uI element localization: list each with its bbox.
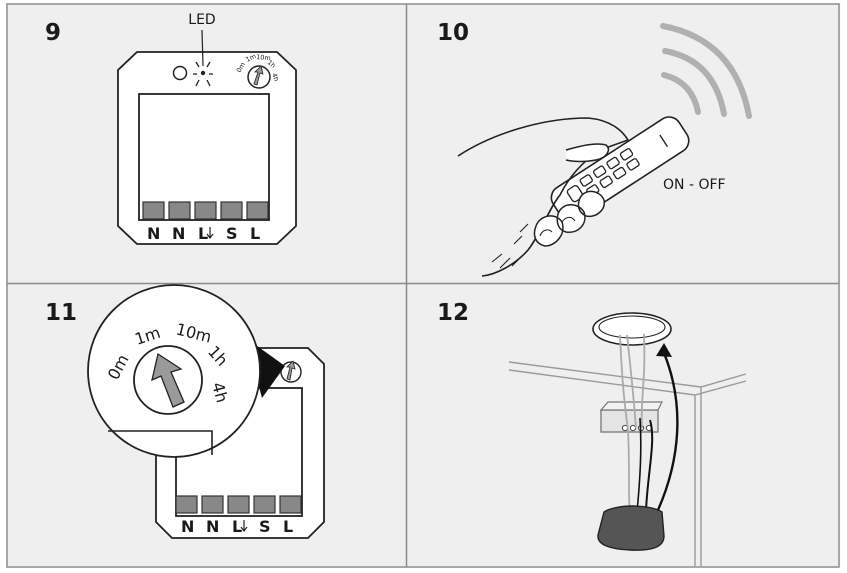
step-number-11: 11	[45, 300, 77, 326]
terminal-blocks	[142, 201, 269, 220]
terminal-label-l: L	[250, 224, 260, 243]
led-glow-rays	[193, 61, 213, 87]
terminal-blocks-zoomed	[175, 495, 302, 514]
terminal-label-n1: N	[147, 224, 160, 243]
hand-hatching	[491, 223, 529, 269]
timer-dial-magnified-arrow-icon	[151, 352, 185, 408]
terminal-label-l-zoomed: L	[283, 517, 293, 536]
remote-ir-window	[659, 134, 669, 148]
lamp-shade	[597, 505, 665, 551]
dial-tick-1m: 1m	[244, 52, 257, 64]
led-leader-line	[201, 29, 204, 67]
dial-tick-1h: 1h	[266, 58, 277, 69]
step-number-12: 12	[437, 300, 469, 326]
terminal-label-s-zoomed: S	[259, 517, 271, 536]
fingers-outline	[533, 190, 605, 247]
ceiling-rose-inner	[598, 315, 666, 339]
dial-tick-4h-magnified: 4h	[208, 380, 232, 405]
panel-11-module-zoom: N N L S L 0m 1m 10m 1h 4h	[87, 284, 325, 539]
panel-10-remote: ON - OFF	[457, 23, 752, 277]
signal-waves-icon	[660, 23, 752, 119]
lift-direction-arrow	[656, 352, 679, 511]
module-front-window	[138, 93, 270, 221]
push-button	[172, 65, 188, 81]
terminal-label-s: S	[226, 224, 238, 243]
terminal-label-n2-zoomed: N	[206, 517, 219, 536]
remote-caption: ON - OFF	[663, 177, 726, 193]
dial-tick-10m: 10m	[256, 53, 271, 62]
supply-wires	[619, 333, 654, 513]
timer-dial-small-arrow-icon	[286, 360, 296, 381]
panel-9-module: N N L S L LED 0m 1m 10m 1h 4h	[117, 12, 297, 245]
lift-direction-arrowhead-icon	[656, 343, 672, 357]
step-number-10: 10	[437, 20, 469, 46]
panel-12-ceiling	[508, 312, 747, 566]
load-arrow-icon-zoomed	[240, 520, 248, 532]
load-arrow-icon	[206, 227, 214, 239]
ceiling-edge-lines	[508, 361, 747, 566]
terminal-label-n2: N	[172, 224, 185, 243]
thumb-outline	[565, 143, 610, 163]
step-number-9: 9	[45, 20, 61, 46]
magnified-housing-corner	[108, 430, 213, 455]
led-indicator	[200, 70, 206, 76]
terminal-label-l-load-zoomed: L	[232, 517, 242, 536]
terminal-label-l-load: L	[198, 224, 208, 243]
finger-nails	[539, 216, 576, 237]
dial-tick-4h: 4h	[270, 72, 280, 83]
ceiling-rose	[592, 312, 672, 346]
terminal-label-n1-zoomed: N	[181, 517, 194, 536]
relay-module-top	[599, 401, 663, 411]
led-label: LED	[188, 12, 215, 28]
timer-dial-arrow-icon	[253, 65, 264, 86]
